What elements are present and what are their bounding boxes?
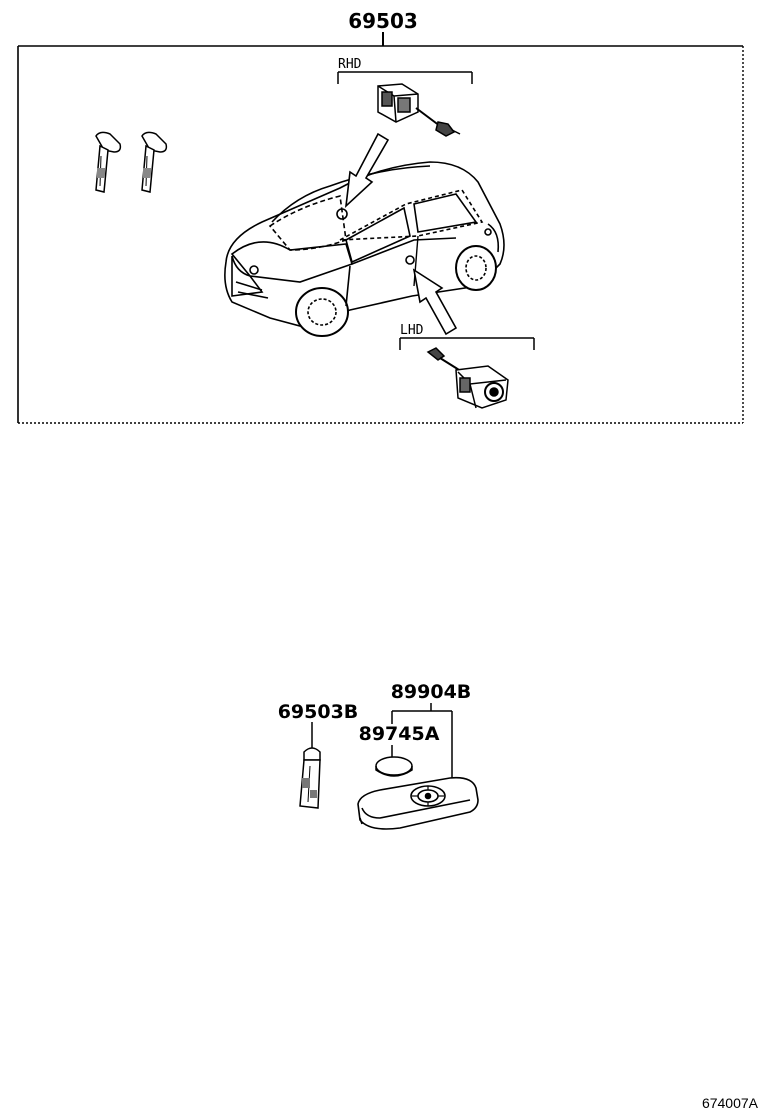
rhd-label: RHD: [338, 57, 362, 72]
part-number-89745a[interactable]: 89745A: [359, 723, 440, 745]
battery-coin-icon[interactable]: [375, 756, 413, 777]
part-number-89904b[interactable]: 89904B: [391, 681, 472, 703]
drawing-code: 674007A: [702, 1095, 759, 1111]
rhd-bracket: [337, 71, 473, 84]
part-number-69503b[interactable]: 69503B: [278, 701, 359, 723]
lhd-location-arrow: [412, 268, 458, 336]
rhd-switch-icon[interactable]: [377, 83, 461, 137]
key-blade-69503b-icon[interactable]: [299, 747, 321, 809]
rhd-location-arrow: [344, 132, 390, 209]
part-number-69503[interactable]: 69503: [348, 9, 418, 33]
assembly-frame: [17, 45, 744, 424]
lhd-bracket: [399, 337, 535, 350]
lhd-label: LHD: [400, 323, 424, 338]
key-blade-icon-1[interactable]: [95, 131, 122, 193]
key-blade-icon-2[interactable]: [141, 131, 168, 193]
lhd-switch-icon[interactable]: [426, 347, 509, 409]
bottom-leaders: [311, 703, 453, 782]
smart-key-icon[interactable]: [357, 776, 479, 830]
